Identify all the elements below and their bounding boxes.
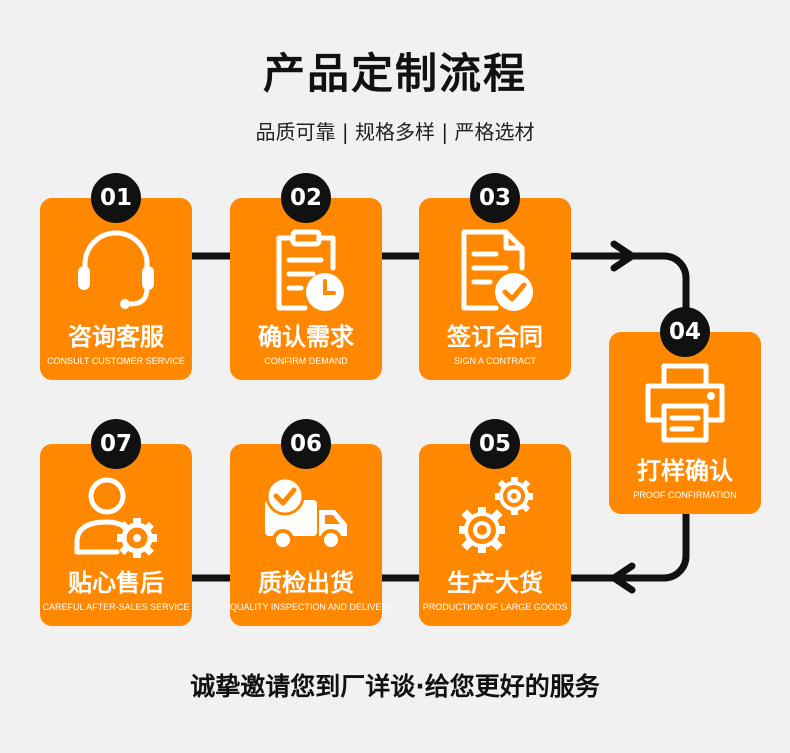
- step-label-en: CONSULT CUSTOMER SERVICE: [47, 356, 185, 366]
- step-card-03: 03 签订合同 SIGN A CONTRACT: [419, 173, 571, 380]
- step-number-badge: 07: [91, 419, 141, 469]
- step-label: 质检出货: [258, 569, 354, 597]
- arrow-left-icon: [610, 562, 636, 594]
- step-label-en: SIGN A CONTRACT: [453, 356, 536, 366]
- step-card-06: 06 质检出货 QUALITY INSPECTION AND DELIVERY: [230, 419, 394, 626]
- contract-check-icon: [461, 229, 533, 311]
- connector-line-4-5: [566, 508, 690, 582]
- step-label-en: CONFIRM DEMAND: [264, 356, 348, 366]
- clipboard-clock-icon: [276, 229, 344, 311]
- step-label-en: PRODUCTION OF LARGE GOODS: [422, 602, 568, 612]
- step-number-badge: 03: [470, 173, 520, 223]
- step-card-05: 05 生产大货 PRODUCTION OF LARGE GOODS: [419, 419, 571, 626]
- step-number-badge: 06: [281, 419, 331, 469]
- step-number-badge: 02: [281, 173, 331, 223]
- arrow-right-icon: [610, 240, 636, 272]
- user-gear-icon: [74, 477, 157, 558]
- step-card-04: 04 打样确认 PROOF CONFIRMATION: [609, 307, 761, 514]
- step-number-badge: 04: [660, 307, 710, 357]
- gears-icon: [459, 477, 533, 553]
- footer-slogan: 诚挚邀请您到厂详谈·给您更好的服务: [190, 672, 600, 701]
- step-label: 咨询客服: [68, 323, 164, 351]
- step-label: 打样确认: [637, 457, 733, 485]
- step-number-badge: 05: [470, 419, 520, 469]
- delivery-truck-icon: [265, 476, 347, 551]
- page-subtitle: 品质可靠 | 规格多样 | 严格选材: [255, 120, 535, 144]
- step-card-01: 01 咨询客服 CONSULT CUSTOMER SERVICE: [40, 173, 192, 380]
- page-title: 产品定制流程: [262, 49, 527, 98]
- step-number-badge: 01: [91, 173, 141, 223]
- step-label: 生产大货: [447, 569, 543, 597]
- step-card-02: 02 确认需求 CONFIRM DEMAND: [230, 173, 382, 380]
- step-card-07: 07 贴心售后 CAREFUL AFTER-SALES SERVICE: [40, 419, 192, 626]
- step-label: 确认需求: [258, 323, 354, 351]
- headset-icon: [78, 230, 154, 309]
- step-label-en: PROOF CONFIRMATION: [633, 490, 737, 500]
- printer-icon: [645, 363, 725, 443]
- step-label: 签订合同: [447, 323, 543, 351]
- step-label: 贴心售后: [68, 569, 164, 597]
- step-label-en: QUALITY INSPECTION AND DELIVERY: [230, 602, 394, 612]
- step-label-en: CAREFUL AFTER-SALES SERVICE: [42, 602, 190, 612]
- connector-line-3-4: [566, 252, 690, 340]
